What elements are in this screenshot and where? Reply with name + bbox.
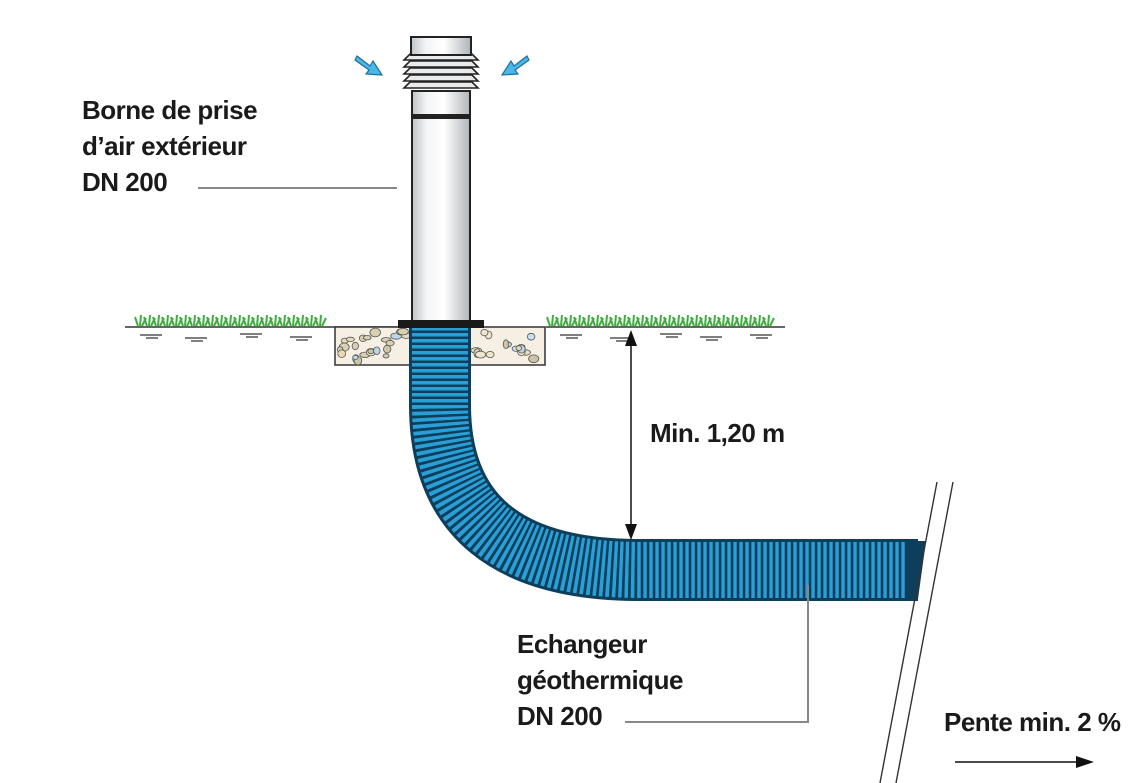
grass-icon bbox=[546, 314, 775, 327]
depth-label: Min. 1,20 m bbox=[650, 418, 785, 448]
air-intake-label: Borne de prise d’air extérieur DN 200 bbox=[82, 92, 258, 200]
geothermal-pipe bbox=[409, 327, 926, 601]
exchanger-label: Echangeur géothermique DN 200 bbox=[517, 626, 683, 734]
section-break-lines bbox=[879, 481, 954, 783]
intake-louvre-grille bbox=[402, 53, 480, 89]
grass-icon bbox=[134, 314, 327, 327]
exchanger-label-line1: Echangeur bbox=[517, 629, 647, 659]
air-intake-label-line1: Borne de prise bbox=[82, 95, 258, 125]
slope-label: Pente min. 2 % bbox=[944, 707, 1121, 737]
depth-dimension-arrow bbox=[625, 330, 637, 540]
air-intake-post bbox=[398, 36, 484, 328]
echangeur-leader-line bbox=[625, 585, 809, 723]
slope-arrow bbox=[955, 756, 1094, 768]
air-inflow-arrow-icon bbox=[500, 55, 530, 76]
exchanger-label-line2: géothermique bbox=[517, 665, 683, 695]
air-inflow-arrow-icon bbox=[354, 55, 384, 76]
air-intake-label-line2: d’air extérieur bbox=[82, 131, 247, 161]
air-intake-label-line3: DN 200 bbox=[82, 167, 168, 197]
exchanger-label-line3: DN 200 bbox=[517, 701, 603, 731]
